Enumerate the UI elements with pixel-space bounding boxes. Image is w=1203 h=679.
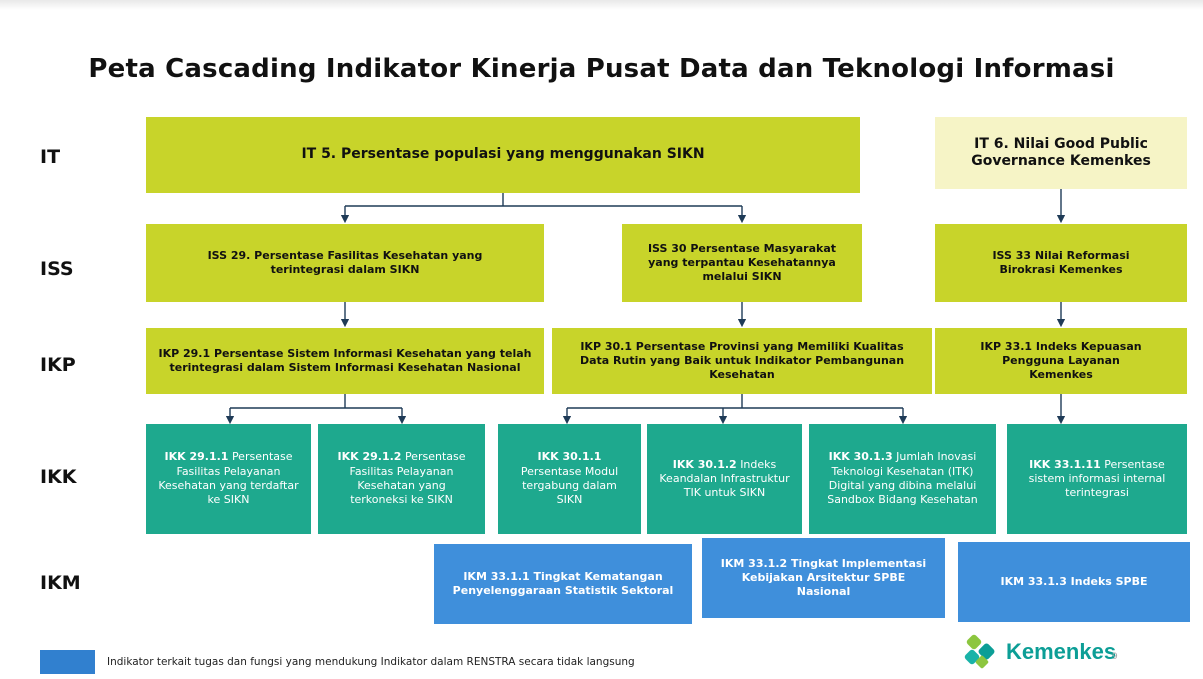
node-ikk2911-text: Persentase Fasilitas Pelayanan Kesehatan… <box>158 450 299 507</box>
node-ikk2911-code: IKK 29.1.1 <box>164 450 229 464</box>
node-ikk3011-code: IKK 30.1.1 <box>537 450 602 464</box>
node-ikk3012: IKK 30.1.2 Indeks Keandalan Infrastruktu… <box>647 424 802 534</box>
node-ikk3013: IKK 30.1.3 Jumlah Inovasi Teknologi Kese… <box>809 424 996 534</box>
node-ikk2911: IKK 29.1.1 Persentase Fasilitas Pelayana… <box>146 424 311 534</box>
node-iss29-label: ISS 29. Persentase Fasilitas Kesehatan y… <box>207 249 483 276</box>
slide-top-edge <box>0 0 1203 10</box>
page-number: 9 <box>1112 652 1118 662</box>
kemenkes-logo: Kemenkes <box>962 632 1122 672</box>
node-ikk3011-text: Persentase Modul tergabung dalam SIKN <box>520 464 619 507</box>
kemenkes-logo-icon <box>964 634 995 669</box>
row-label-ikm: IKM <box>40 572 81 594</box>
node-it6-label: IT 6. Nilai Good Public Governance Kemen… <box>971 135 1151 170</box>
row-label-ikk: IKK <box>40 466 77 488</box>
row-label-ikp: IKP <box>40 354 76 376</box>
node-ikk2912: IKK 29.1.2 Persentase Fasilitas Pelayana… <box>318 424 485 534</box>
logo-text: Kemenkes <box>1006 639 1117 664</box>
node-ikp291: IKP 29.1 Persentase Sistem Informasi Kes… <box>146 328 544 394</box>
node-ikm3312: IKM 33.1.2 Tingkat Implementasi Kebijaka… <box>702 538 945 618</box>
node-ikm3311-label: IKM 33.1.1 Tingkat Kematangan Penyelengg… <box>452 570 674 597</box>
node-ikm3313-label: IKM 33.1.3 Indeks SPBE <box>1000 575 1148 589</box>
node-iss30: ISS 30 Persentase Masyarakat yang terpan… <box>622 224 862 302</box>
node-ikk2912-text: Persentase Fasilitas Pelayanan Kesehatan… <box>349 450 466 507</box>
node-iss29: ISS 29. Persentase Fasilitas Kesehatan y… <box>146 224 544 302</box>
node-ikk3012-text: Indeks Keandalan Infrastruktur TIK untuk… <box>659 457 790 500</box>
legend-swatch <box>40 650 95 674</box>
node-ikk3013-text: Jumlah Inovasi Teknologi Kesehatan (ITK)… <box>827 450 978 507</box>
node-ikp301-label: IKP 30.1 Persentase Provinsi yang Memili… <box>579 340 905 381</box>
node-iss33: ISS 33 Nilai Reformasi Birokrasi Kemenke… <box>935 224 1187 302</box>
node-ikk3012-code: IKK 30.1.2 <box>672 457 737 471</box>
node-ikk33111-code: IKK 33.1.11 <box>1029 457 1101 471</box>
node-it5: IT 5. Persentase populasi yang menggunak… <box>146 117 860 193</box>
node-ikk33111-text: Persentase sistem informasi internal ter… <box>1028 457 1166 500</box>
node-ikp301: IKP 30.1 Persentase Provinsi yang Memili… <box>552 328 932 394</box>
node-iss33-label: ISS 33 Nilai Reformasi Birokrasi Kemenke… <box>992 249 1130 276</box>
page-title: Peta Cascading Indikator Kinerja Pusat D… <box>88 54 1115 84</box>
node-ikp331-label: IKP 33.1 Indeks Kepuasan Pengguna Layana… <box>980 340 1142 381</box>
node-ikp331: IKP 33.1 Indeks Kepuasan Pengguna Layana… <box>935 328 1187 394</box>
node-ikm3313: IKM 33.1.3 Indeks SPBE <box>958 542 1190 622</box>
node-ikk3013-code: IKK 30.1.3 <box>828 450 893 464</box>
node-it5-label: IT 5. Persentase populasi yang menggunak… <box>301 146 705 163</box>
node-ikm3312-label: IKM 33.1.2 Tingkat Implementasi Kebijaka… <box>720 557 927 598</box>
node-ikp291-label: IKP 29.1 Persentase Sistem Informasi Kes… <box>158 347 532 374</box>
node-ikk2912-code: IKK 29.1.2 <box>337 450 402 464</box>
node-it6: IT 6. Nilai Good Public Governance Kemen… <box>935 117 1187 189</box>
row-label-it: IT <box>40 146 61 168</box>
row-label-iss: ISS <box>40 258 74 280</box>
node-ikk33111: IKK 33.1.11 Persentase sistem informasi … <box>1007 424 1187 534</box>
legend-text: Indikator terkait tugas dan fungsi yang … <box>107 656 635 668</box>
node-ikm3311: IKM 33.1.1 Tingkat Kematangan Penyelengg… <box>434 544 692 624</box>
node-iss30-label: ISS 30 Persentase Masyarakat yang terpan… <box>647 242 837 283</box>
